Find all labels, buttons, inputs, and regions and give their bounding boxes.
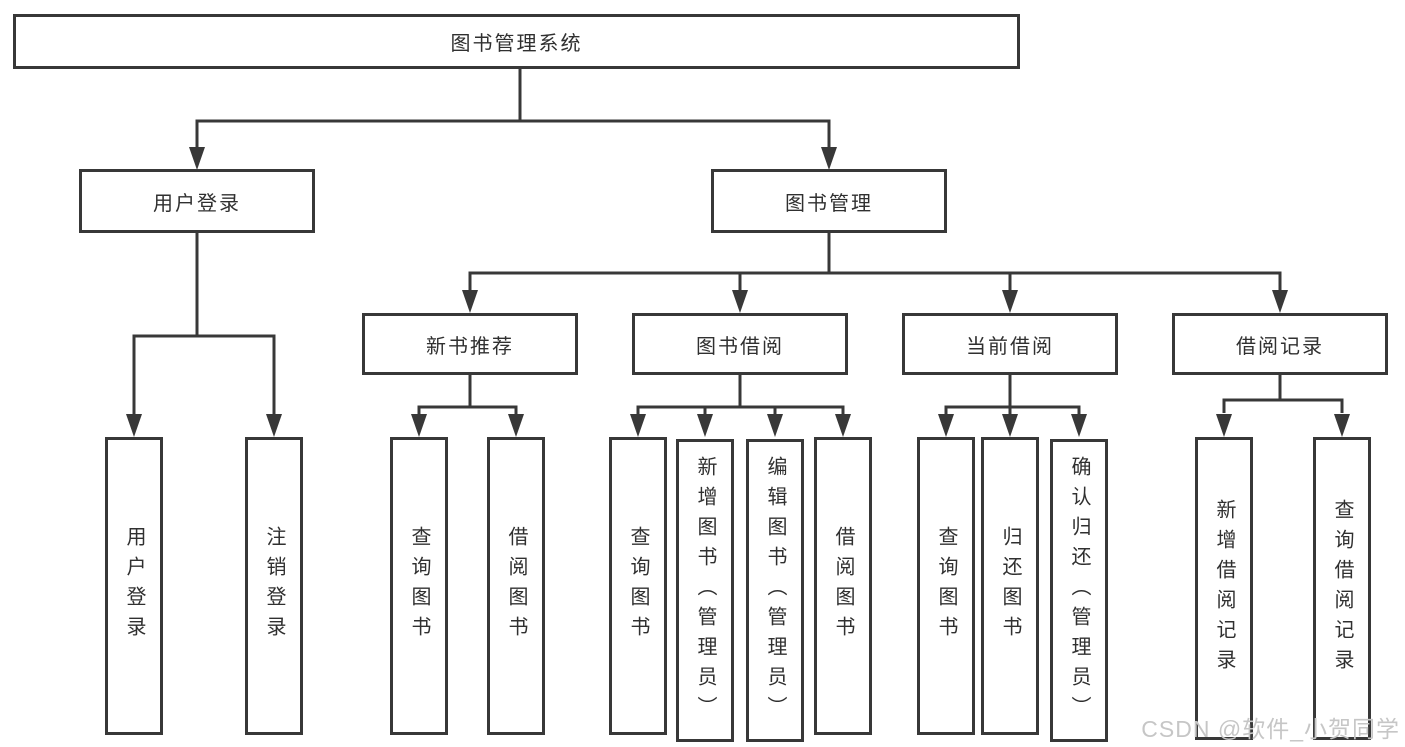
leaf-confirm-return-admin: 确认归还（管理员） (1050, 439, 1108, 742)
node-label: 查询图书 (935, 526, 957, 646)
leaf-query-books-borrow: 查询图书 (609, 437, 667, 735)
node-label: 当前借阅 (966, 335, 1054, 358)
node-label: 借阅图书 (832, 526, 854, 646)
node-label: 归还图书 (999, 526, 1021, 646)
node-label: 借阅图书 (505, 526, 527, 646)
leaf-user-login: 用户登录 (105, 437, 163, 735)
node-label: 查询图书 (408, 526, 430, 646)
node-label: 新增图书（管理员） (694, 455, 716, 726)
node-new-book-recommendation: 新书推荐 (362, 313, 578, 375)
node-label: 用户登录 (123, 526, 145, 646)
leaf-query-borrow-record: 查询借阅记录 (1313, 437, 1371, 740)
node-label: 图书借阅 (696, 335, 784, 358)
leaf-edit-book-admin: 编辑图书（管理员） (746, 439, 804, 742)
leaf-query-books-recommend: 查询图书 (390, 437, 448, 735)
node-root-library-system: 图书管理系统 (13, 14, 1020, 69)
node-current-borrowing: 当前借阅 (902, 313, 1118, 375)
leaf-query-books-current: 查询图书 (917, 437, 975, 735)
node-label: 新增借阅记录 (1213, 498, 1235, 679)
node-borrowing-records: 借阅记录 (1172, 313, 1388, 375)
leaf-borrow-books: 借阅图书 (814, 437, 872, 735)
node-label: 用户登录 (153, 192, 241, 215)
node-label: 编辑图书（管理员） (764, 455, 786, 726)
node-label: 查询图书 (627, 526, 649, 646)
node-label: 查询借阅记录 (1331, 498, 1353, 679)
watermark: CSDN @软件_小贺同学 (1141, 716, 1400, 742)
node-label: 新书推荐 (426, 335, 514, 358)
node-user-login: 用户登录 (79, 169, 315, 233)
leaf-add-borrow-record: 新增借阅记录 (1195, 437, 1253, 740)
node-label: 图书管理 (785, 192, 873, 215)
node-book-management: 图书管理 (711, 169, 947, 233)
leaf-logout: 注销登录 (245, 437, 303, 735)
node-label: 确认归还（管理员） (1068, 455, 1090, 726)
node-book-borrowing: 图书借阅 (632, 313, 848, 375)
leaf-return-books: 归还图书 (981, 437, 1039, 735)
node-label: 图书管理系统 (450, 33, 583, 55)
node-label: 注销登录 (263, 526, 285, 646)
leaf-borrow-books-recommend: 借阅图书 (487, 437, 545, 735)
leaf-add-book-admin: 新增图书（管理员） (676, 439, 734, 742)
node-label: 借阅记录 (1236, 335, 1324, 358)
